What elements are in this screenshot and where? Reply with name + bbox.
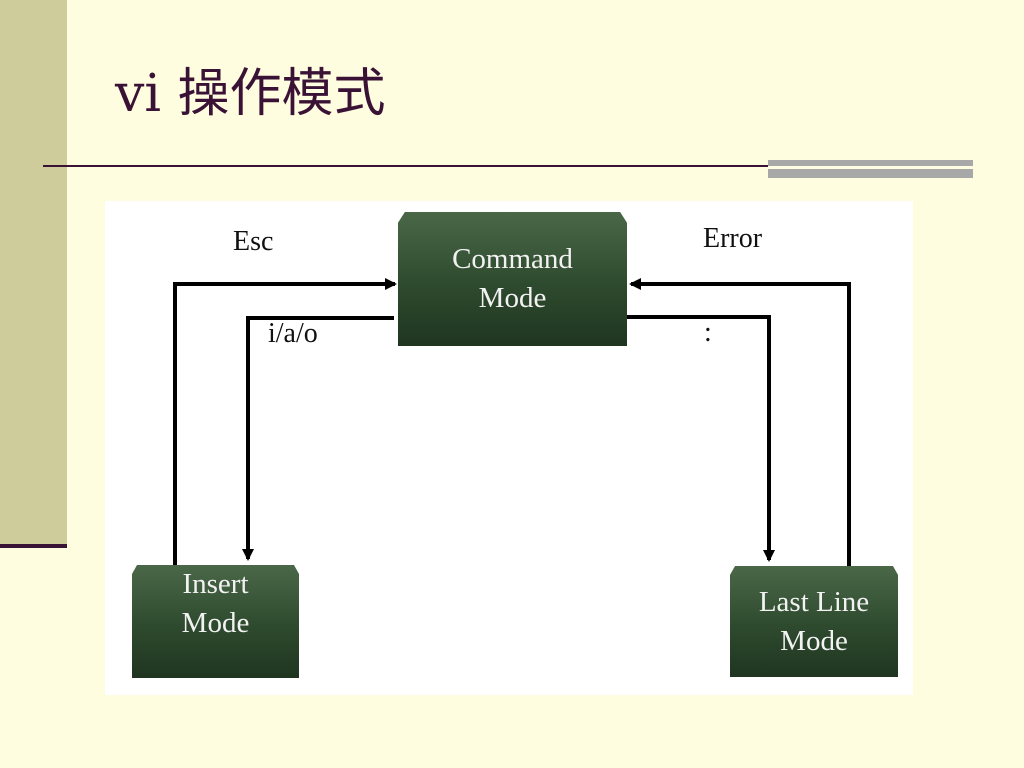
label-iao: i/a/o bbox=[268, 318, 318, 349]
diagram-connectors bbox=[173, 278, 851, 566]
arrow-iao bbox=[242, 316, 394, 561]
last-line-mode-line1: Last Line bbox=[758, 585, 870, 618]
insert-mode-line1: Insert bbox=[182, 568, 249, 600]
label-error: Error bbox=[703, 223, 763, 254]
last-line-mode-box: Last Line Mode bbox=[730, 566, 898, 677]
title-divider bbox=[43, 165, 768, 167]
command-mode-box: Command Mode bbox=[398, 212, 627, 346]
label-esc: Esc bbox=[233, 226, 274, 257]
slide-title: vi 操作模式 bbox=[115, 64, 386, 124]
left-accent-underline bbox=[0, 544, 67, 548]
label-colon: : bbox=[704, 317, 712, 348]
left-accent-bar bbox=[0, 0, 67, 544]
command-mode-line1: Command bbox=[452, 243, 573, 275]
insert-mode-line2: Mode bbox=[181, 607, 250, 639]
title-divider-accent bbox=[768, 160, 973, 178]
arrow-error bbox=[629, 278, 851, 566]
arrow-esc bbox=[173, 278, 397, 565]
command-mode-line2: Mode bbox=[478, 282, 547, 314]
insert-mode-box: Insert Mode bbox=[132, 565, 299, 678]
last-line-mode-line2: Mode bbox=[780, 624, 848, 657]
vi-mode-diagram: Command Mode Insert Mode Last Line Mode … bbox=[105, 201, 913, 695]
arrow-colon bbox=[627, 315, 775, 562]
